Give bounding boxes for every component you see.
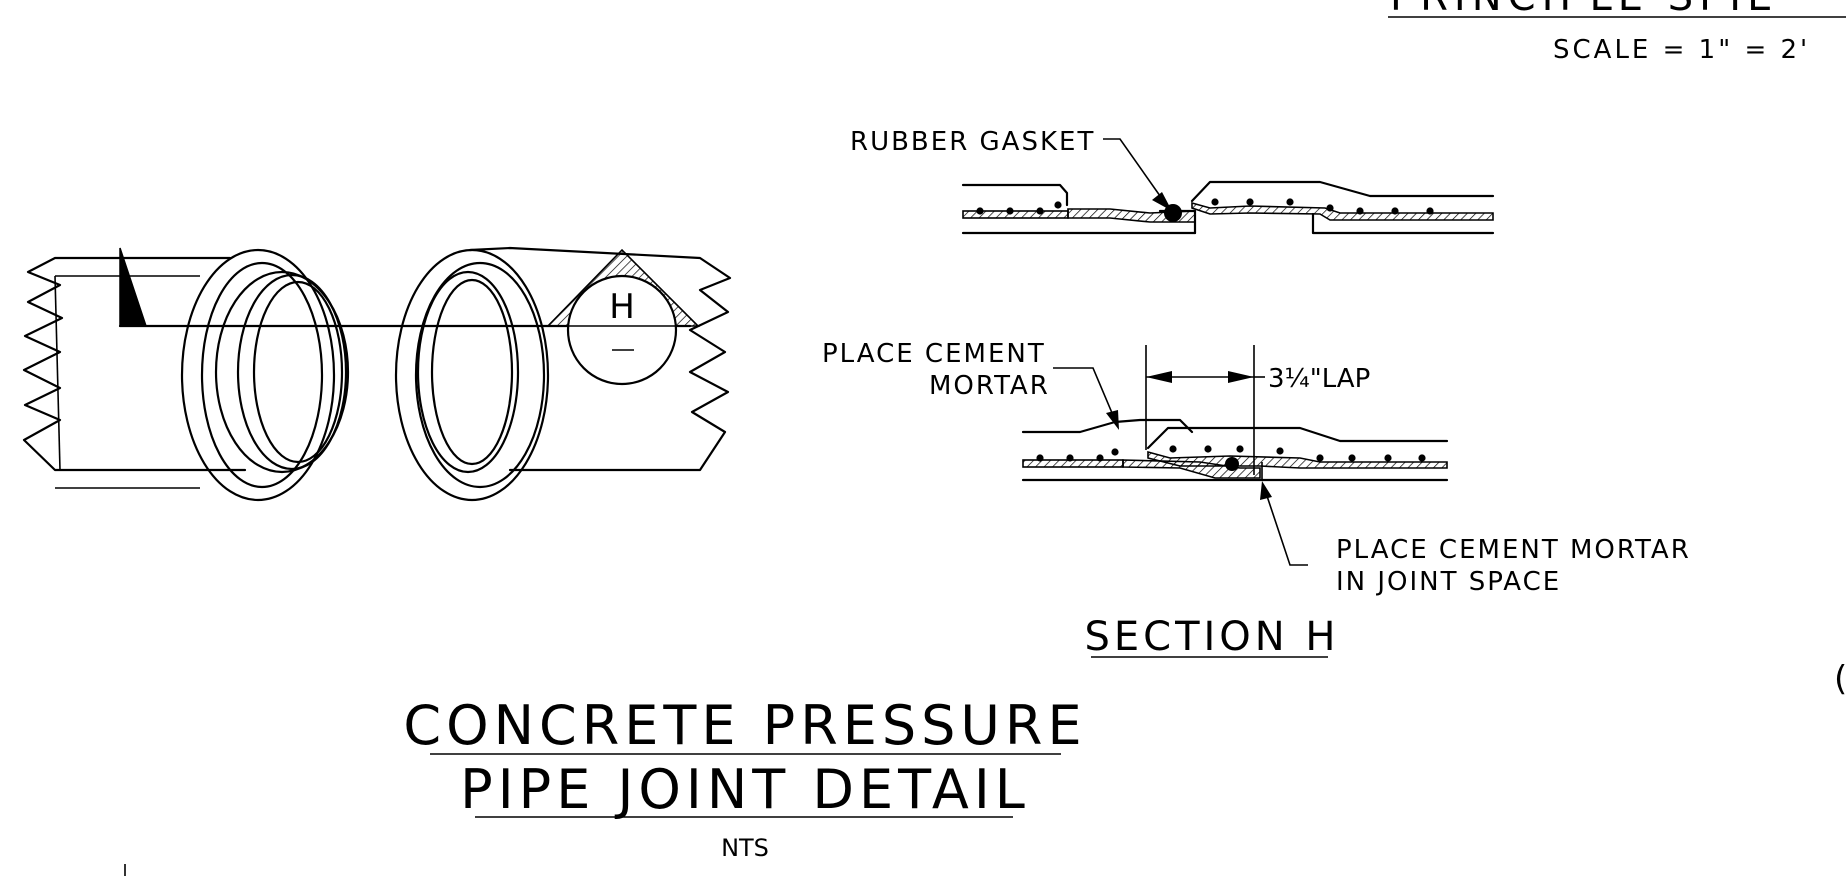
reinforcement-dot: [1006, 207, 1014, 215]
pipe-isometric-view: H: [22, 246, 732, 502]
reinforcement-dot: [1211, 198, 1219, 206]
spigot-end-ring-outer: [180, 248, 336, 502]
place-cement-label-1: PLACE CEMENT: [822, 339, 1046, 369]
reinforcement-dot: [1036, 207, 1044, 215]
main-title-line1: CONCRETE PRESSURE: [403, 694, 1086, 757]
reinforcement-dot: [1418, 454, 1426, 462]
section-marker-circle: [566, 274, 678, 386]
reinforcement-dot: [1111, 448, 1119, 456]
spigot-end-ring-3: [214, 270, 350, 474]
spigot-end-ring-inner: [252, 280, 344, 464]
lap-label: 3¼"LAP: [1268, 364, 1370, 394]
upper-bell-bottom: [1311, 212, 1495, 235]
upper-bell-reinforcement: [1191, 201, 1494, 221]
section-title: SECTION H: [1084, 614, 1339, 660]
reinforcement-dot: [1236, 445, 1244, 453]
joint-space-label-2: IN JOINT SPACE: [1336, 567, 1561, 597]
reinforcement-dot: [976, 207, 984, 215]
reinforcement-dot: [1348, 454, 1356, 462]
reinforcement-dot: [1286, 198, 1294, 206]
rubber-gasket-leader-arrow: [1152, 192, 1172, 211]
reinforcement-dot: [1096, 454, 1104, 462]
reinforcement-dot: [1246, 198, 1254, 206]
right-edge-fragment: (: [1834, 659, 1846, 699]
reinforcement-dot: [1391, 207, 1399, 215]
upper-spigot-top: [961, 183, 1069, 207]
reinforcement-dot: [1384, 454, 1392, 462]
reinforcement-dot: [1066, 454, 1074, 462]
main-title-scale: NTS: [721, 834, 769, 862]
spigot-end-ring-2: [200, 261, 324, 489]
bell-pipe-outline: [468, 246, 732, 472]
joint-space-label-1: PLACE CEMENT MORTAR: [1336, 535, 1691, 565]
reinforcement-dot: [1036, 454, 1044, 462]
reinforcement-dot: [1426, 207, 1434, 215]
place-cement-leader: [1053, 367, 1116, 421]
lower-bell-top: [1146, 426, 1449, 450]
bell-end-ring-inner: [430, 278, 514, 466]
section-arrow-left: [119, 247, 148, 327]
reinforcement-dot: [1054, 201, 1062, 209]
lap-arrow-left: [1146, 371, 1172, 383]
rubber-gasket-section: RUBBER GASKET: [850, 127, 1495, 235]
joint-space-leader: [1264, 489, 1308, 566]
lower-spigot-top: [1021, 418, 1194, 434]
reinforcement-dot: [1169, 445, 1177, 453]
lower-spigot-reinforcement: [1022, 459, 1124, 468]
reinforcement-dot: [1326, 204, 1334, 212]
bell-end-ring-outer: [394, 248, 550, 502]
bell-end-ring-3: [416, 270, 520, 474]
spigot-pipe-outline: [22, 256, 247, 472]
spigot-pipe-break-line: [54, 275, 61, 471]
lower-joint-mortar: [1122, 459, 1261, 479]
rubber-gasket-leader: [1103, 138, 1166, 204]
place-cement-leader-arrow: [1106, 410, 1119, 430]
reinforcement-dot: [1204, 445, 1212, 453]
reinforcement-dot: [1356, 207, 1364, 215]
scale-text: SCALE = 1" = 2': [1553, 35, 1810, 65]
rubber-gasket-label: RUBBER GASKET: [850, 127, 1095, 157]
main-title-line2: PIPE JOINT DETAIL: [460, 758, 1030, 821]
place-cement-label-2: MORTAR: [929, 371, 1050, 401]
cement-mortar-section: PLACE CEMENT MORTAR 3¼"LAP PLACE CEMENT …: [822, 339, 1691, 597]
lower-gasket-circle: [1225, 457, 1239, 471]
reinforcement-dot: [1316, 454, 1324, 462]
upper-gasket-circle: [1164, 204, 1182, 222]
reinforcement-dot: [1276, 447, 1284, 455]
bell-end-ring-2: [414, 261, 546, 489]
upper-bell-top: [1190, 180, 1495, 203]
lap-arrow-right: [1228, 371, 1254, 383]
top-title-fragment: PRINCIPLE SPIE: [1390, 0, 1778, 20]
spigot-end-ring-4: [236, 273, 348, 471]
upper-spigot-ring: [1067, 208, 1196, 223]
section-marker-letter: H: [609, 287, 635, 327]
joint-space-leader-arrow: [1260, 481, 1272, 500]
reinforcement-dots: [976, 198, 1434, 462]
